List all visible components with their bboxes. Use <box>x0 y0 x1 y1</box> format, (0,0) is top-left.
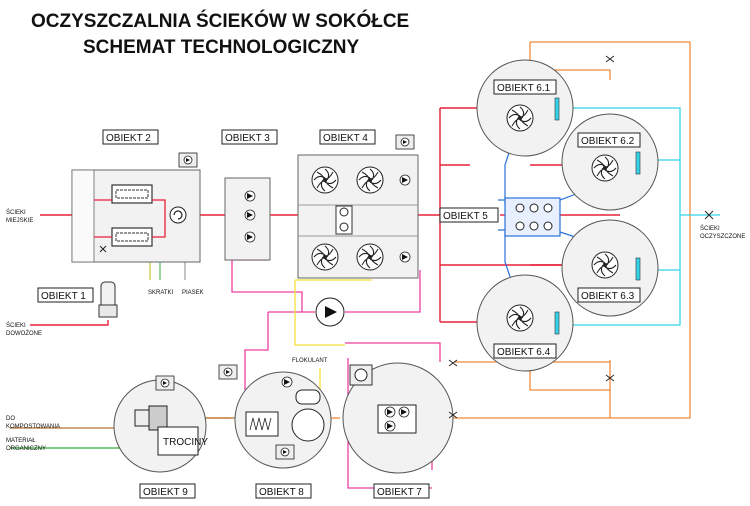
compost-label-1: DO <box>6 416 15 422</box>
obiekt-6-1[interactable] <box>476 59 574 157</box>
obiekt-8[interactable] <box>218 364 332 469</box>
sawdust-label: TROCINY <box>163 437 208 448</box>
screenings-label: SKRATKI <box>148 290 174 296</box>
obiekt-3-label: OBIEKT 3 <box>225 133 270 144</box>
obiekt-2-label: OBIEKT 2 <box>106 133 151 144</box>
organic-label-2: ORGANICZNY <box>6 446 46 452</box>
valves <box>448 55 714 419</box>
obiekt-2[interactable] <box>71 152 201 263</box>
obiekt-6-3-label: OBIEKT 6.3 <box>581 291 635 302</box>
sewage-city-label-1: ŚCIEKI <box>6 208 26 216</box>
obiekt-1[interactable] <box>98 281 118 318</box>
obiekt-5-label: OBIEKT 5 <box>443 211 488 222</box>
obiekt-6-2-label: OBIEKT 6.2 <box>581 136 635 147</box>
diagram-title-line1: OCZYSZCZALNIA ŚCIEKÓW W SOKÓŁCE <box>31 10 409 32</box>
obiekt-4[interactable] <box>297 134 419 279</box>
obiekt-6-1-label: OBIEKT 6.1 <box>497 83 551 94</box>
obiekt-7-label: OBIEKT 7 <box>377 487 422 498</box>
sludge-pump[interactable] <box>315 297 345 327</box>
diagram-title-line2: SCHEMAT TECHNOLOGICZNY <box>83 37 360 58</box>
flocculant-label: FLOKULANT <box>292 358 328 364</box>
obiekt-7[interactable] <box>342 362 454 474</box>
organic-label-1: MATERIAŁ <box>6 438 36 444</box>
obiekt-6-4-label: OBIEKT 6.4 <box>497 347 551 358</box>
obiekt-9-label: OBIEKT 9 <box>143 487 188 498</box>
sewage-trucked-label-1: ŚCIEKI <box>6 321 26 329</box>
sewage-trucked-label-2: DOWOŻONE <box>6 330 42 337</box>
obiekt-6-2[interactable] <box>561 113 659 211</box>
compost-label-2: KOMPOSTOWANIA <box>6 424 60 430</box>
obiekt-8-label: OBIEKT 8 <box>259 487 304 498</box>
sewage-city-label-2: MIEJSKIE <box>6 218 33 224</box>
obiekt-3[interactable] <box>224 177 271 261</box>
treated-label-1: ŚCIEKI <box>700 224 720 232</box>
treated-label-2: OCZYSZCZONE <box>700 234 745 240</box>
obiekt-5[interactable] <box>504 197 561 237</box>
sand-label: PIASEK <box>182 290 204 296</box>
obiekt-9[interactable] <box>113 375 207 473</box>
obiekt-1-label: OBIEKT 1 <box>41 291 86 302</box>
obiekt-4-label: OBIEKT 4 <box>323 133 368 144</box>
